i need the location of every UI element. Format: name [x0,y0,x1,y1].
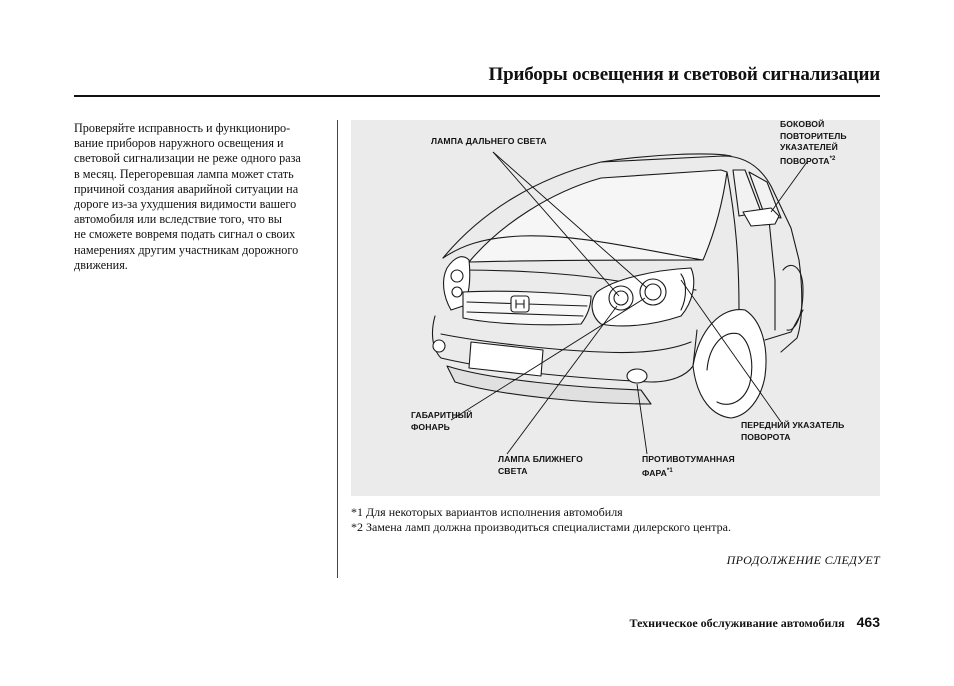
car-lights-figure: ЛАМПА ДАЛЬНЕГО СВЕТА БОКОВОЙ ПОВТОРИТЕЛЬ… [351,119,880,496]
label-front-turn: ПЕРЕДНИЙ УКАЗАТЕЛЬ ПОВОРОТА [741,420,844,443]
footer-section: Техническое обслуживание автомобиля [629,616,845,630]
label-side-repeater: БОКОВОЙ ПОВТОРИТЕЛЬ УКАЗАТЕЛЕЙ ПОВОРОТА*… [780,119,847,167]
label-low-beam: ЛАМПА БЛИЖНЕГО СВЕТА [498,454,583,477]
body-line: дороге из-за ухудшения видимости вашего [74,197,297,212]
body-line: не сможете вовремя подать сигнал о своих [74,227,296,242]
body-line: Проверяйте исправность и функциониро- [74,121,291,135]
title-rule [74,95,880,97]
label-side-repeater-line: ПОВОРОТА*2 [780,154,847,167]
car-illustration [431,153,804,419]
body-paragraph: Проверяйте исправность и функциониро- ва… [74,121,324,273]
label-side-repeater-line: ПОВТОРИТЕЛЬ [780,130,847,141]
body-line: в месяц. Перегоревшая лампа может стать [74,166,294,181]
label-parking-line: ГАБАРИТНЫЙ [411,410,473,420]
page-number: 463 [856,614,880,630]
label-side-repeater-line: УКАЗАТЕЛЕЙ [780,142,838,152]
label-high-beam: ЛАМПА ДАЛЬНЕГО СВЕТА [431,136,547,146]
footnote-mark: *2 [829,155,836,162]
label-side-repeater-line: БОКОВОЙ [780,119,825,129]
page-footer: Техническое обслуживание автомобиля 463 [630,614,880,631]
continued-note: ПРОДОЛЖЕНИЕ СЛЕДУЕТ [726,553,880,567]
footnote-2: *2 Замена ламп должна производиться спец… [351,520,731,534]
body-line: причиной создания аварийной ситуации на [74,181,299,196]
body-line: световой сигнализации не реже одного раз… [74,151,301,166]
label-side-repeater-text: ПОВОРОТА [780,155,830,166]
leader-lines [450,151,808,455]
label-low-beam-line: ЛАМПА БЛИЖНЕГО [498,454,583,464]
body-line: движения. [74,257,128,272]
label-front-turn-line: ПОВОРОТА [741,431,791,442]
label-fog-line: ПРОТИВОТУМАННАЯ [642,454,735,464]
footnotes: *1 Для некоторых вариантов исполнения ав… [351,505,731,535]
body-line: автомобиля или вследствие того, что вы [74,212,282,227]
label-low-beam-line: СВЕТА [498,465,528,476]
body-line: намерениях другим участникам дорожного [74,242,299,257]
body-line: вание приборов наружного освещения и [74,136,284,151]
footnote-mark: *1 [666,467,673,474]
column-divider [337,120,338,578]
label-parking-line: ФОНАРЬ [411,421,450,432]
label-fog-light: ПРОТИВОТУМАННАЯ ФАРА*1 [642,454,735,479]
footnote-1: *1 Для некоторых вариантов исполнения ав… [351,505,623,519]
label-parking-light: ГАБАРИТНЫЙ ФОНАРЬ [411,410,473,433]
label-front-turn-line: ПЕРЕДНИЙ УКАЗАТЕЛЬ [741,420,845,430]
label-fog-line: ФАРА*1 [642,466,735,479]
label-fog-text: ФАРА [642,467,667,478]
page-title: Приборы освещения и световой сигнализаци… [488,64,881,85]
